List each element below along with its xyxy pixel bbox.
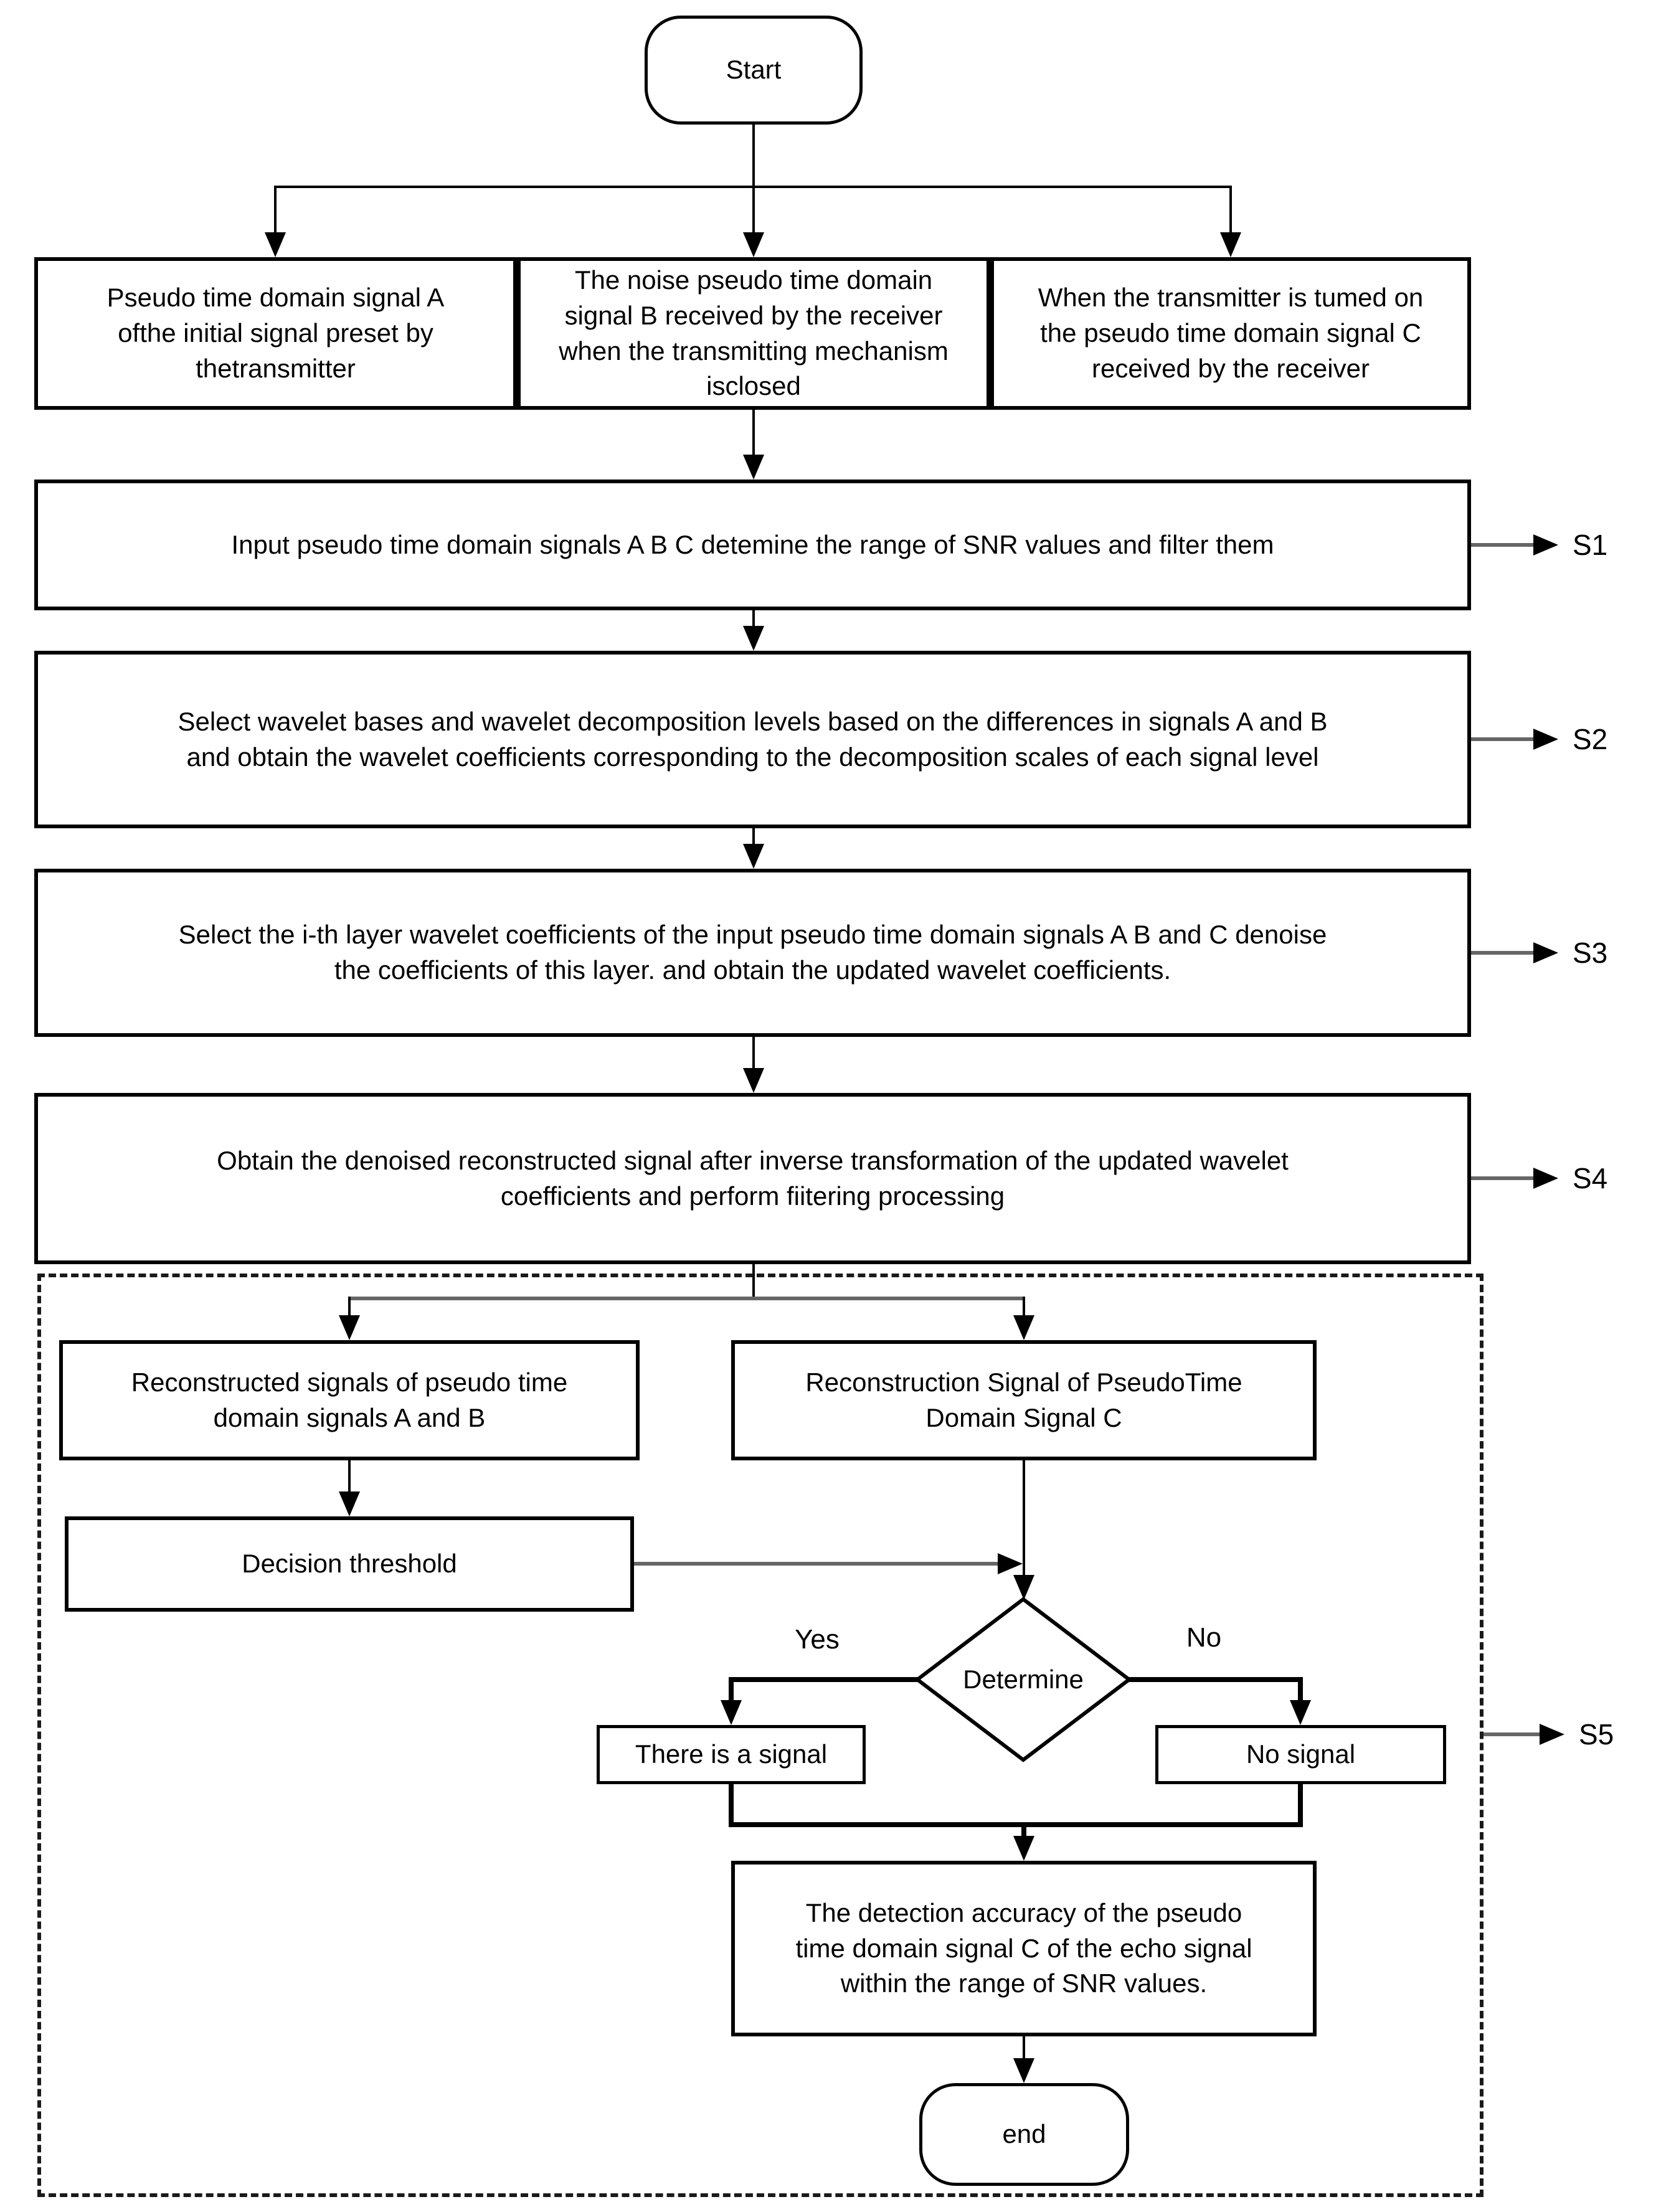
reconstruction-c-box: Reconstruction Signal of PseudoTime Doma… <box>731 1340 1317 1460</box>
step-s1-box: Input pseudo time domain signals A B C d… <box>34 480 1471 610</box>
step-s2-box: Select wavelet bases and wavelet decompo… <box>34 651 1471 828</box>
decision-threshold-box: Decision threshold <box>65 1516 634 1612</box>
detection-accuracy-box: The detection accuracy of the pseudo tim… <box>731 1861 1317 2036</box>
step-s3-box: Select the i-th layer wavelet coefficien… <box>34 869 1471 1037</box>
step-label-s3: S3 <box>1573 937 1608 969</box>
no-branch-label: No <box>1186 1622 1222 1653</box>
no-signal-box: No signal <box>1155 1725 1446 1784</box>
start-node: Start <box>645 16 863 125</box>
step-label-s2: S2 <box>1573 723 1608 755</box>
yes-branch-label: Yes <box>795 1624 840 1655</box>
input-signal-a-box: Pseudo time domain signal A ofthe initia… <box>34 257 517 410</box>
step-label-s1: S1 <box>1573 529 1608 561</box>
step-s4-box: Obtain the denoised reconstructed signal… <box>34 1093 1471 1264</box>
step-label-s4: S4 <box>1573 1162 1608 1194</box>
determine-label: Determine <box>963 1665 1084 1694</box>
input-signal-c-box: When the transmitter is tumed on the pse… <box>990 257 1471 410</box>
reconstructed-ab-box: Reconstructed signals of pseudo time dom… <box>59 1340 640 1460</box>
step-label-s5: S5 <box>1579 1718 1614 1751</box>
end-node: end <box>919 2083 1129 2186</box>
there-is-signal-box: There is a signal <box>597 1725 866 1784</box>
input-signal-b-box: The noise pseudo time domain signal B re… <box>517 257 990 410</box>
s5-dashed-region <box>37 1274 1484 2197</box>
